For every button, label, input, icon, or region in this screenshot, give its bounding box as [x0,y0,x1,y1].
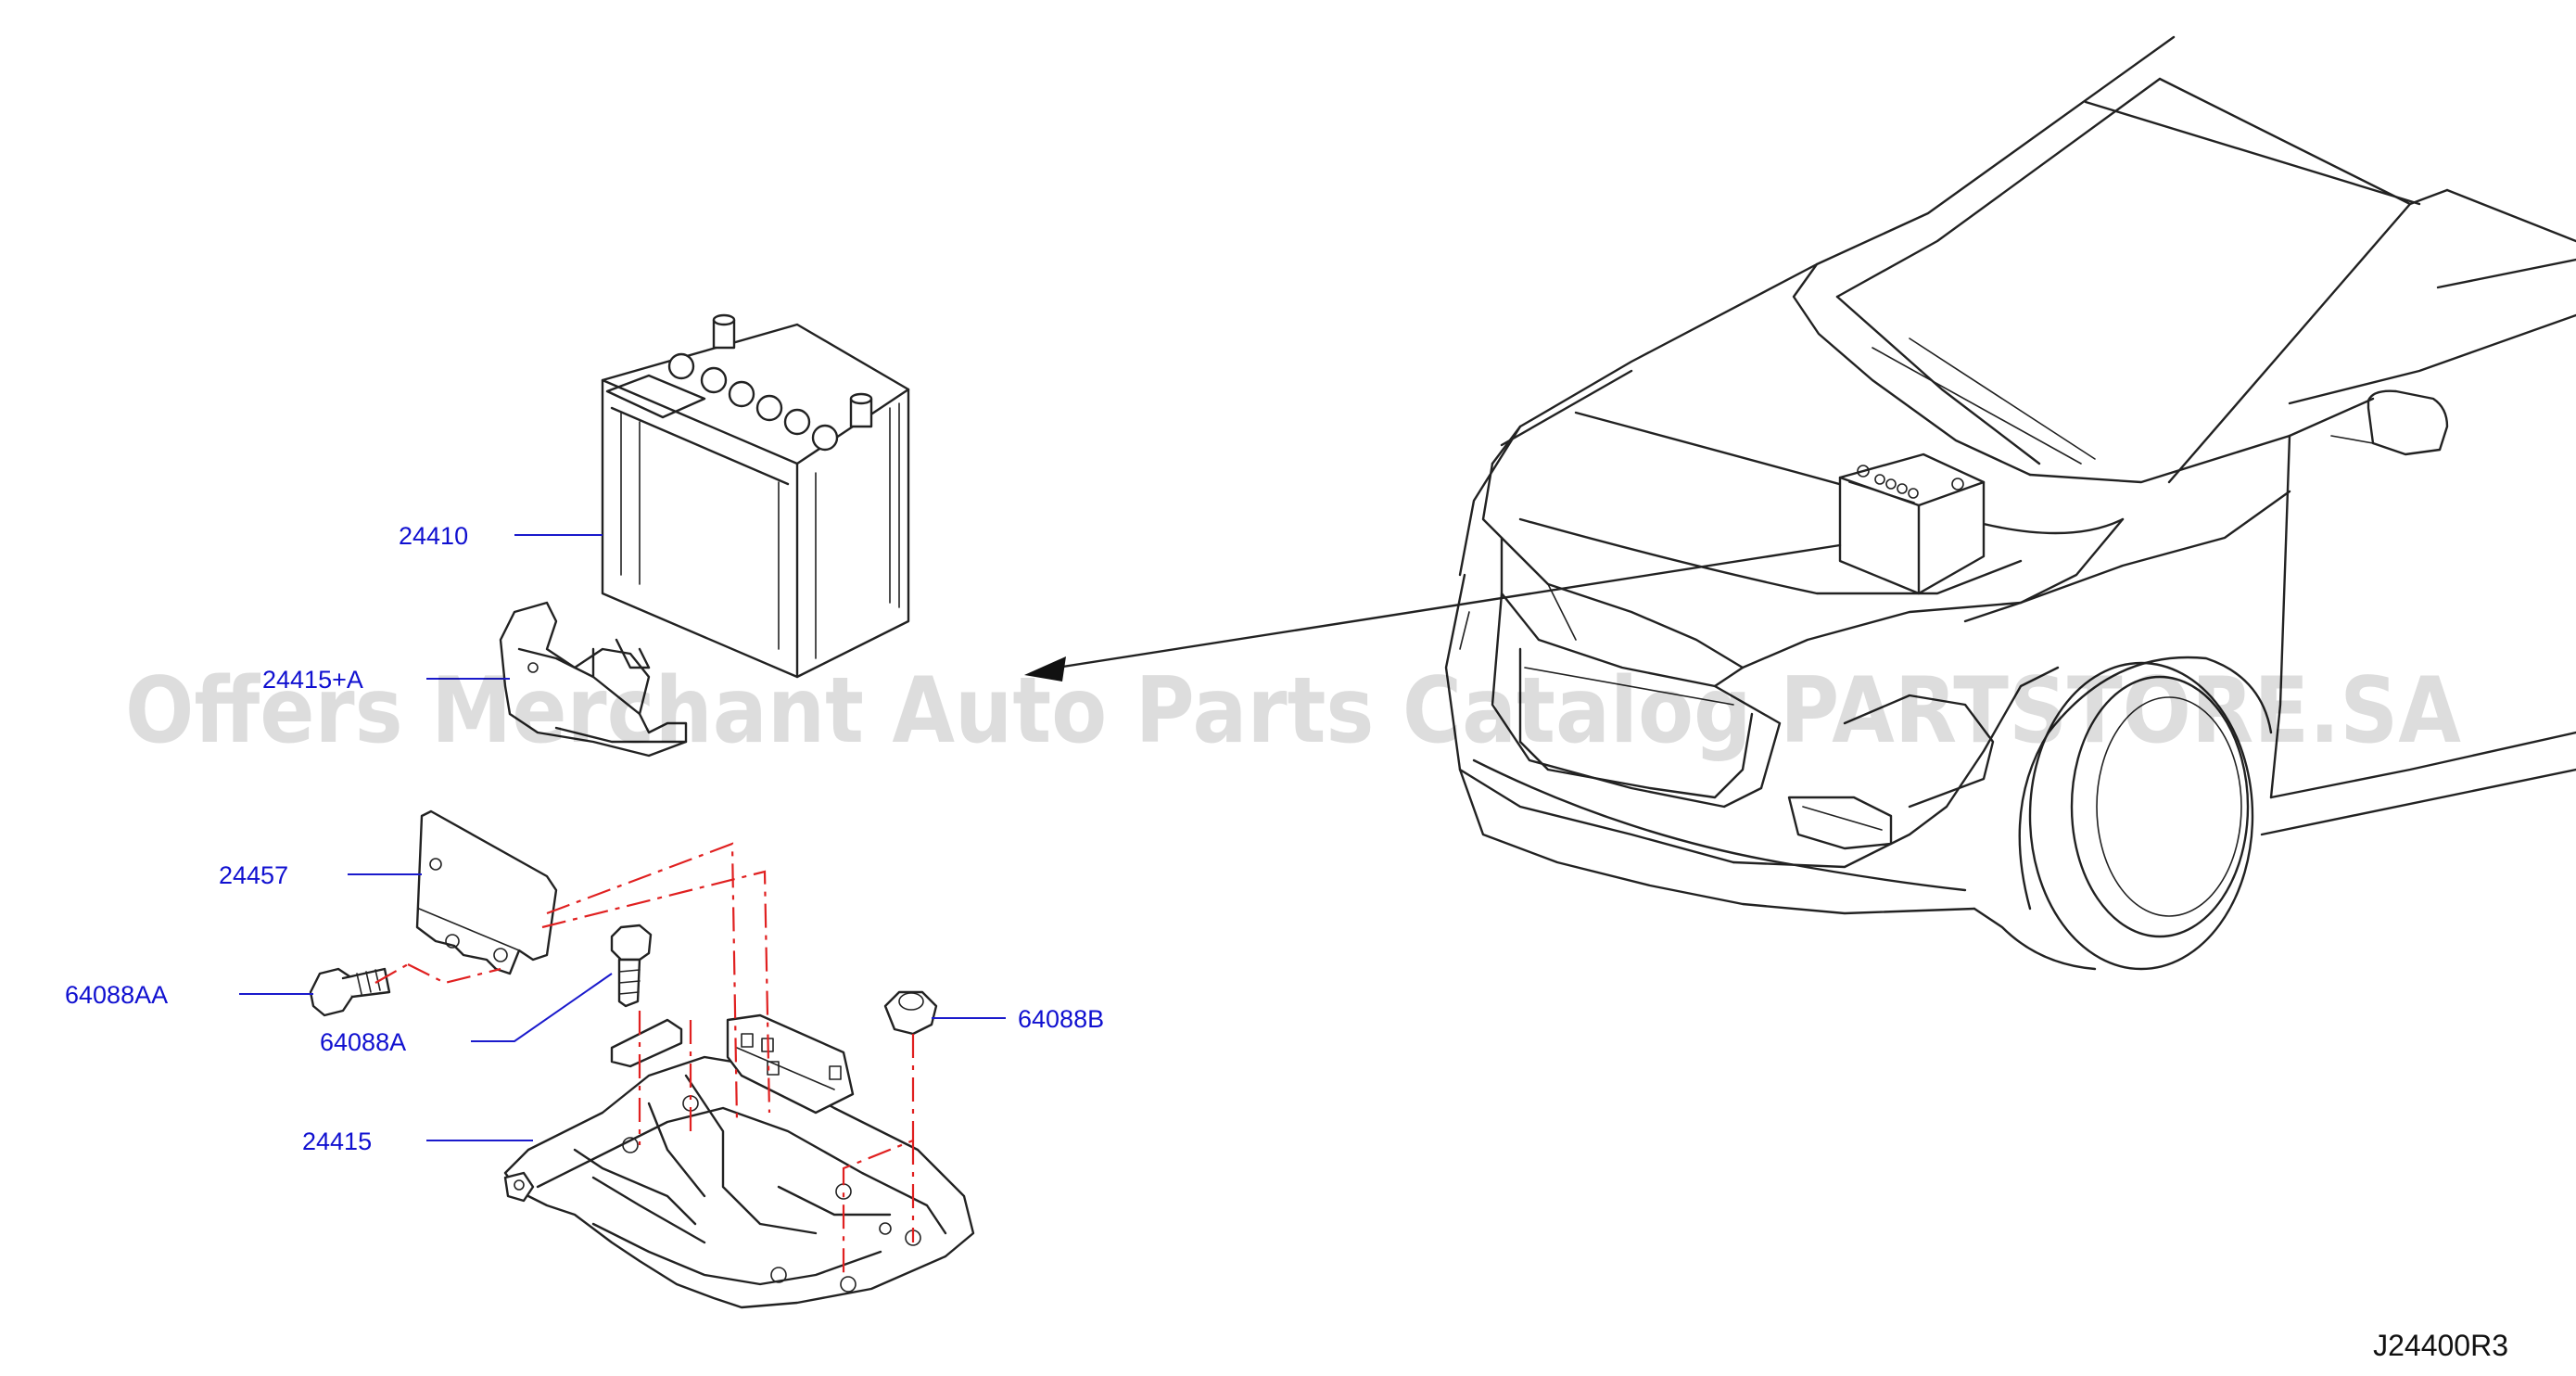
callout-24457: 24457 [219,861,288,889]
callout-64088a: 64088A [320,1028,406,1056]
arrow-head [1024,656,1066,682]
callout-labels: 24410 24415+A 24457 64088AA 64088A 64088… [65,522,1104,1155]
battery-location-icon [1838,452,1986,595]
tray-part [503,1013,975,1309]
callout-24410: 24410 [399,522,468,550]
battery-part [601,313,910,679]
watermark-text: Offers Merchant Auto Parts Catalog PARTS… [125,658,2461,764]
bolt-a-part [610,924,653,1008]
battery-frame-part [499,601,688,758]
callout-64088b: 64088B [1018,1005,1104,1033]
leader-lines [239,534,1006,1141]
drawing-code: J24400R3 [2373,1329,2508,1362]
vehicle-front-illustration [1024,35,2576,971]
alignment-lines [374,842,915,1280]
callout-24415: 24415 [302,1128,372,1155]
nut-b-part [883,990,938,1036]
plate-part [415,809,558,975]
callout-64088aa: 64088AA [65,981,168,1009]
callout-24415-a: 24415+A [262,666,363,694]
bolt-aa-part [309,967,391,1017]
